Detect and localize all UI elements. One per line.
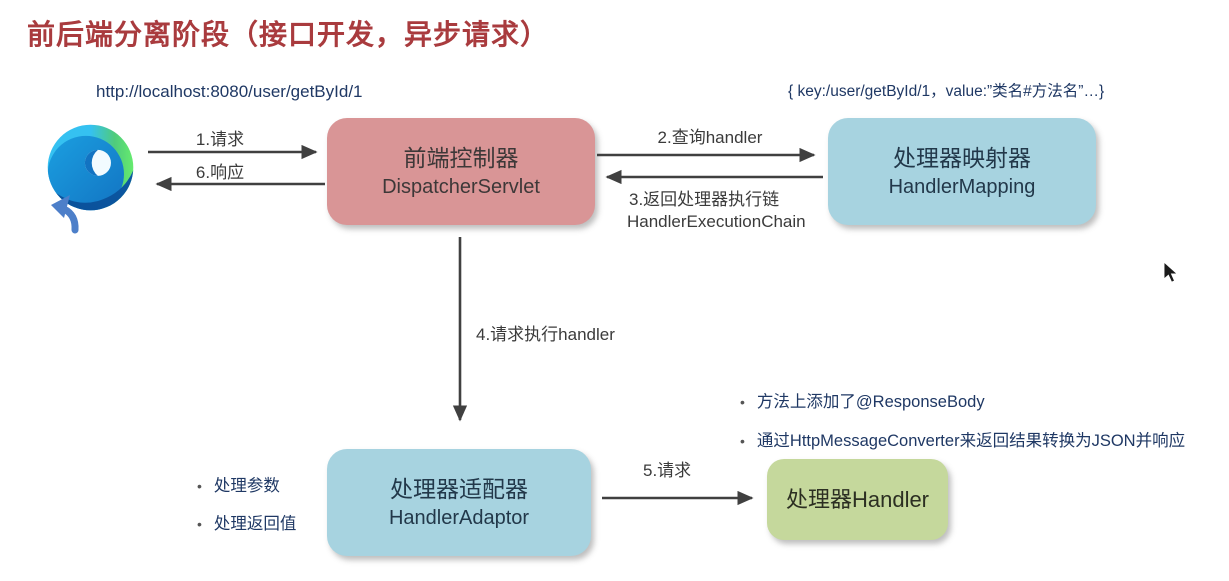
arrow-4-label: 4.请求执行handler (476, 325, 615, 344)
mouse-cursor-icon (1163, 261, 1179, 283)
node-handler-label: 处理器Handler (785, 486, 930, 512)
adaptor-note-item: 处理参数 (197, 472, 296, 496)
arrow-2-label: 2.查询handler (657, 128, 763, 147)
handler-note-item: 方法上添加了@ResponseBody (740, 388, 1185, 412)
arrow-1-label: 1.请求 (195, 130, 245, 149)
arrow-3-label-line1: 3.返回处理器执行链 (629, 190, 780, 209)
node-mapping-en: HandlerMapping (888, 176, 1036, 199)
request-url-text: http://localhost:8080/user/getById/1 (96, 82, 363, 101)
edge-browser-icon (47, 124, 134, 211)
arrow-3-label-line2: HandlerExecutionChain (627, 212, 806, 231)
node-dispatcher-en: DispatcherServlet (382, 176, 540, 199)
node-handler-adaptor: 处理器适配器 HandlerAdaptor (327, 449, 591, 556)
arrow-6-label: 6.响应 (195, 163, 245, 182)
swoosh-arrow-icon (51, 195, 79, 234)
node-dispatcher-servlet: 前端控制器 DispatcherServlet (327, 118, 595, 225)
page-title: 前后端分离阶段（接口开发，异步请求） (27, 19, 550, 50)
handler-notes-list: 方法上添加了@ResponseBody 通过HttpMessageConvert… (740, 388, 1185, 466)
adaptor-note-item: 处理返回值 (197, 510, 297, 534)
node-dispatcher-zh: 前端控制器 (403, 144, 519, 171)
node-handler: 处理器Handler (767, 459, 948, 540)
node-adaptor-zh: 处理器适配器 (390, 475, 528, 502)
node-adaptor-en: HandlerAdaptor (388, 507, 530, 530)
arrow-5-label: 5.请求 (643, 461, 692, 480)
adaptor-notes-list: 处理参数 处理返回值 (197, 472, 297, 548)
node-mapping-zh: 处理器映射器 (893, 144, 1031, 171)
node-handler-mapping: 处理器映射器 HandlerMapping (828, 118, 1096, 225)
handler-note-item: 通过HttpMessageConverter来返回结果转换为JSON并响应 (740, 427, 1185, 451)
mapping-registry-text: { key:/user/getById/1，value:”类名#方法名”…} (788, 83, 1105, 100)
